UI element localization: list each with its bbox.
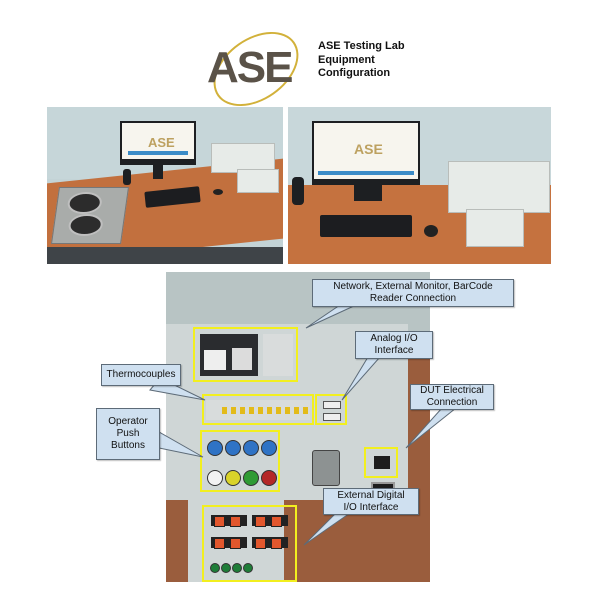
terminal-block (211, 515, 247, 526)
thermocouple-connector (249, 407, 254, 414)
callout-operator-push-buttons: Operator Push Buttons (96, 408, 160, 460)
photo-lab-desk-left: ASE (47, 107, 283, 264)
terminal-block (211, 537, 247, 548)
callout-text: Operator (108, 416, 148, 427)
thermocouple-connector (294, 407, 299, 414)
monitor-stand (153, 165, 163, 179)
title-line-1: ASE Testing Lab (318, 40, 405, 52)
thermocouple-connector (258, 407, 263, 414)
push-button-white (207, 470, 223, 486)
push-button-green (243, 470, 259, 486)
hot-plate (50, 187, 130, 244)
thermocouple-connector (267, 407, 272, 414)
callout-analog-io: Analog I/O Interface (355, 331, 433, 359)
monitor: ASE (120, 121, 196, 165)
push-button-blue (225, 440, 241, 456)
logo-text: ASE (207, 43, 293, 92)
thermocouple-connector (303, 407, 308, 414)
highlight-dut-connection (364, 447, 398, 478)
barcode-reader (123, 169, 131, 185)
screen-logo: ASE (148, 135, 175, 150)
title-line-2: Equipment (318, 53, 375, 66)
thermocouple-connector (276, 407, 281, 414)
barcode-reader (292, 177, 304, 205)
highlight-digital-io (202, 505, 297, 582)
indicator-green (232, 563, 242, 573)
push-button-blue (261, 440, 277, 456)
highlight-thermocouples (202, 394, 314, 425)
push-button-red (261, 470, 277, 486)
test-box-small (466, 209, 524, 247)
monitor: ASE (312, 121, 420, 185)
callout-text: DUT Electrical (420, 385, 484, 396)
callout-text: Reader Connection (369, 293, 457, 304)
terminal (230, 538, 241, 549)
test-box-large (448, 161, 550, 213)
analog-connector (323, 413, 341, 421)
terminal (230, 516, 241, 527)
callout-text: Analog I/O (370, 333, 418, 344)
callout-text: Network, External Monitor, BarCode (333, 281, 493, 292)
callout-text: Thermocouples (106, 369, 176, 380)
test-box-large (211, 143, 275, 173)
terminal (214, 538, 225, 549)
thermocouple-connector (240, 407, 245, 414)
terminal-block (252, 537, 288, 548)
test-box-small (237, 169, 279, 193)
highlight-analog-io (315, 394, 347, 425)
push-button-blue (207, 440, 223, 456)
callout-external-digital-io: External Digital I/O Interface (323, 488, 419, 515)
callout-text: Interface (374, 345, 414, 356)
analog-connector (323, 401, 341, 409)
callout-network-monitor-barcode: Network, External Monitor, BarCode Reade… (312, 279, 514, 307)
monitor-stand (354, 185, 382, 201)
socket-housing (200, 334, 258, 376)
iec-inlet (374, 456, 390, 469)
connector-ports (263, 334, 293, 376)
mouse (213, 189, 223, 195)
ase-logo: ASE (199, 16, 313, 122)
indicator-green (221, 563, 231, 573)
thermocouple-connector (222, 407, 227, 414)
callout-text: Connection (426, 397, 478, 408)
indicator-green (243, 563, 253, 573)
highlight-network (193, 327, 298, 382)
photo-lab-desk-right: ASE (288, 107, 551, 264)
terminal (255, 516, 266, 527)
screen-logo: ASE (354, 141, 383, 157)
push-button-blue (243, 440, 259, 456)
power-socket (204, 350, 226, 370)
photo-test-panel (166, 272, 430, 582)
breaker (232, 348, 252, 370)
monitor-screen: ASE (122, 123, 194, 159)
page-title: ASE Testing Lab Equipment Configuration (318, 40, 405, 81)
terminal (271, 538, 282, 549)
highlight-operator-buttons (200, 430, 280, 492)
screen-bar (128, 151, 188, 155)
terminal (255, 538, 266, 549)
callout-text: Buttons (111, 440, 145, 451)
terminal (214, 516, 225, 527)
burner (67, 214, 105, 236)
callout-text: External Digital (337, 489, 405, 501)
terminal-block (252, 515, 288, 526)
monitor-screen: ASE (314, 123, 418, 179)
indicator-green (210, 563, 220, 573)
mouse (424, 225, 438, 237)
push-button-yellow (225, 470, 241, 486)
callout-thermocouples: Thermocouples (101, 364, 181, 386)
burner (66, 192, 104, 214)
keyboard (320, 215, 412, 237)
terminal (271, 516, 282, 527)
callout-text: I/O Interface (343, 501, 399, 513)
callout-text: Push (116, 428, 140, 439)
thermocouple-connector (231, 407, 236, 414)
callout-dut-electrical: DUT Electrical Connection (410, 384, 494, 410)
screen-bar (318, 171, 414, 175)
heavy-duty-connector (312, 450, 340, 486)
thermocouple-connector (285, 407, 290, 414)
title-line-3: Configuration (318, 67, 391, 79)
floor (47, 247, 283, 264)
